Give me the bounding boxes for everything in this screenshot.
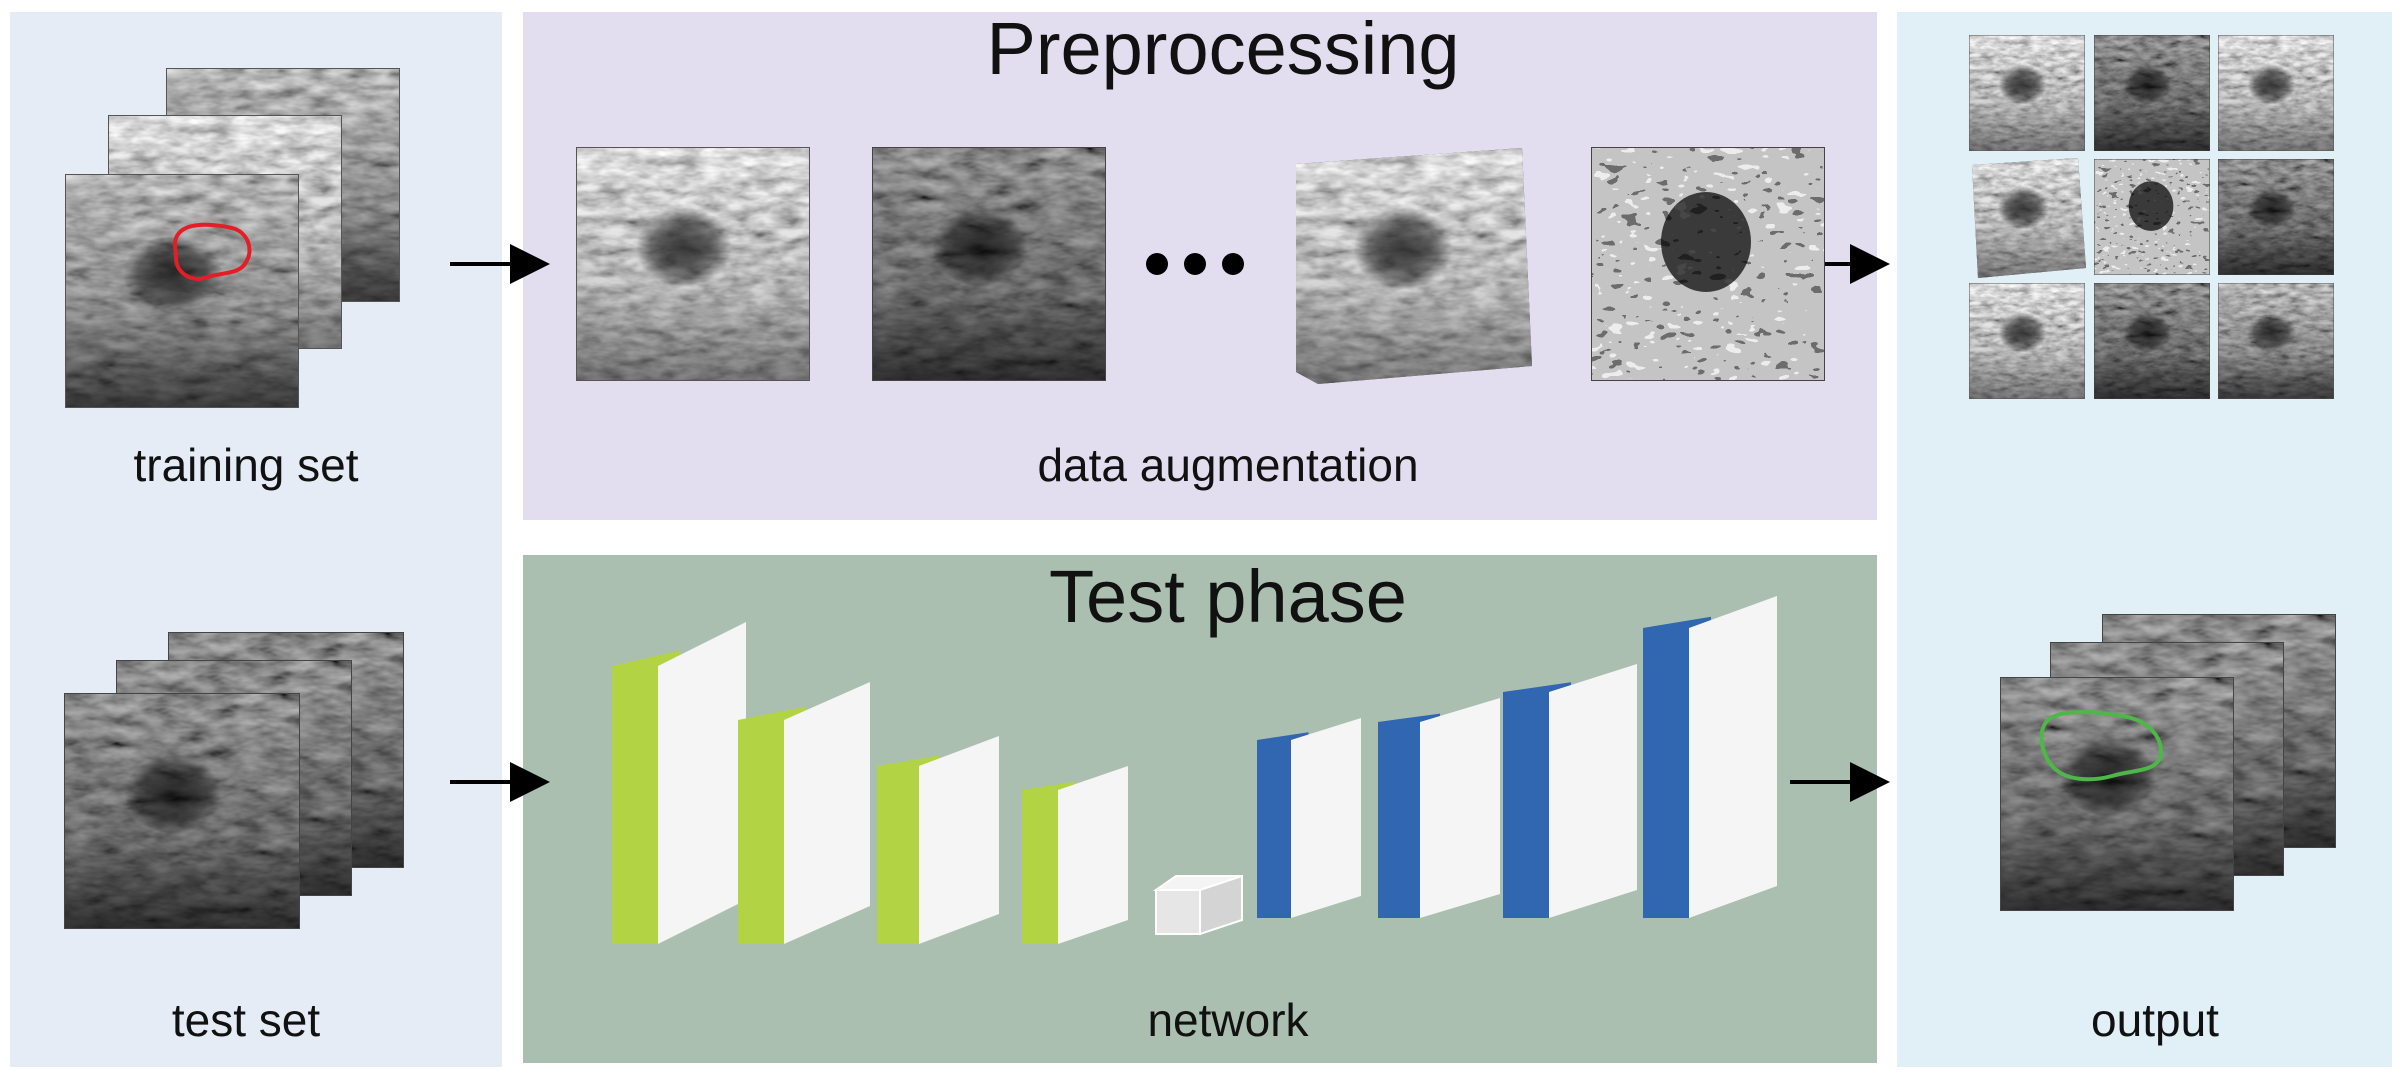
decoder-block-1-face	[1291, 718, 1361, 918]
decoder-block-2	[1378, 698, 1500, 918]
encoder-block-4-side	[1022, 790, 1058, 944]
encoder-block-4-face	[1058, 766, 1128, 944]
encoder-block-3-face	[919, 736, 999, 944]
ellipsis-dots	[1146, 253, 1244, 275]
augmented-image-rotated	[1292, 145, 1534, 387]
output-augmented-grid	[1966, 35, 2334, 399]
bottleneck-cube-face-1	[1155, 889, 1201, 935]
decoder-block-4-face	[1689, 596, 1777, 918]
encoder-block-3-side	[877, 766, 919, 944]
network	[612, 596, 1777, 944]
decoder-block-3	[1503, 664, 1637, 918]
decoder-block-1-side	[1257, 740, 1291, 918]
decoder-block-2-side	[1378, 722, 1420, 918]
encoder-block-1-side	[612, 666, 658, 944]
encoder-block-1-face	[658, 622, 746, 944]
network-label: network	[1147, 994, 1309, 1046]
encoder-block-1	[612, 622, 746, 944]
bottleneck-cube	[1152, 874, 1243, 936]
decoder-block-2-face	[1420, 698, 1500, 918]
decoder-block-4-side	[1643, 628, 1689, 918]
output-lesion-contour	[2039, 710, 2163, 782]
training-lesion-contour	[173, 222, 252, 281]
encoder-block-2-side	[738, 720, 784, 944]
data-augmentation-label: data augmentation	[1037, 439, 1419, 491]
test-set-label: test set	[171, 994, 321, 1046]
output-label: output	[2091, 994, 2219, 1046]
decoder-block-3-face	[1549, 664, 1637, 918]
augmented-images	[576, 145, 1825, 387]
training-set-stack	[65, 68, 400, 408]
decoder-block-1	[1257, 718, 1361, 918]
test-phase-title: Test phase	[1049, 555, 1407, 638]
augmented-image-dark	[872, 147, 1106, 381]
bottleneck-cube-face-3	[1199, 874, 1243, 936]
decoder-block-4	[1643, 596, 1777, 918]
encoder-block-2	[738, 682, 870, 944]
encoder-block-4	[1022, 766, 1128, 944]
preprocessing-title: Preprocessing	[986, 7, 1460, 90]
decoder-block-3-side	[1503, 692, 1549, 918]
encoder-block-2-face	[784, 682, 870, 944]
output-stack	[2000, 614, 2336, 911]
encoder-block-3	[877, 736, 999, 944]
augmented-image-high-contrast	[1591, 147, 1825, 381]
augmented-image-bright	[576, 147, 810, 381]
training-set-label: training set	[133, 439, 359, 491]
